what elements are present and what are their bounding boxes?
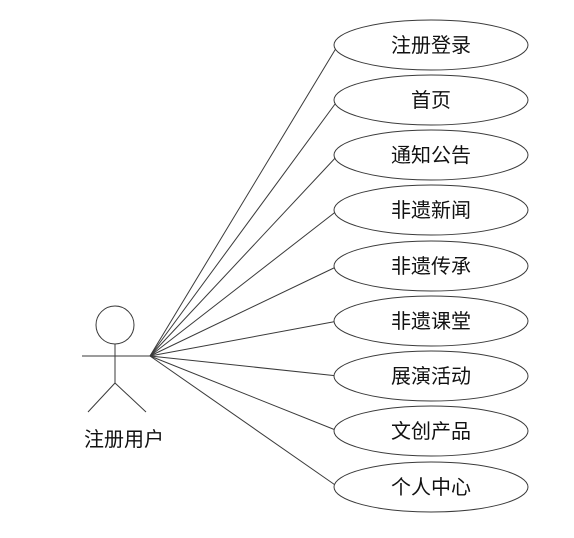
actor-left-leg: [87, 382, 116, 413]
association-line: [149, 44, 339, 357]
use-case-8[interactable]: 个人中心: [333, 461, 529, 513]
use-case-7[interactable]: 文创产品: [333, 405, 529, 457]
use-case-ellipse[interactable]: [333, 240, 529, 292]
association-line: [149, 265, 339, 357]
actor-head: [95, 305, 135, 345]
use-case-label: 非遗新闻: [391, 198, 471, 222]
use-case-label: 展演活动: [391, 364, 471, 388]
use-case-3[interactable]: 非遗新闻: [333, 184, 529, 236]
use-case-ellipse[interactable]: [333, 350, 529, 402]
use-case-6[interactable]: 展演活动: [333, 350, 529, 402]
use-case-label: 非遗传承: [391, 254, 471, 278]
use-case-ellipse[interactable]: [333, 19, 529, 71]
association-lines: [149, 44, 339, 488]
use-case-ellipse[interactable]: [333, 129, 529, 181]
use-case-label: 通知公告: [391, 143, 471, 167]
association-line: [149, 209, 339, 357]
use-case-label: 非遗课堂: [391, 309, 471, 333]
association-line: [149, 320, 339, 357]
use-case-ellipse[interactable]: [333, 74, 529, 126]
use-case-label: 个人中心: [391, 475, 471, 499]
actor-registered-user: 注册用户: [82, 305, 164, 451]
use-case-label: 首页: [411, 88, 451, 112]
use-case-label: 文创产品: [391, 419, 471, 443]
use-case-ellipse[interactable]: [333, 184, 529, 236]
use-case-ellipse[interactable]: [333, 295, 529, 347]
use-case-5[interactable]: 非遗课堂: [333, 295, 529, 347]
actor-right-leg: [114, 382, 147, 413]
use-case-2[interactable]: 通知公告: [333, 129, 529, 181]
association-line: [149, 355, 339, 377]
use-case-0[interactable]: 注册登录: [333, 19, 529, 71]
use-case-label: 注册登录: [391, 33, 471, 57]
association-line: [149, 99, 339, 357]
association-line: [149, 355, 339, 432]
association-line: [149, 355, 339, 488]
use-case-1[interactable]: 首页: [333, 74, 529, 126]
association-line: [149, 154, 339, 357]
use-case-4[interactable]: 非遗传承: [333, 240, 529, 292]
use-case-ellipse[interactable]: [333, 405, 529, 457]
use-case-ellipse[interactable]: [333, 461, 529, 513]
actor-name: 注册用户: [84, 427, 164, 451]
